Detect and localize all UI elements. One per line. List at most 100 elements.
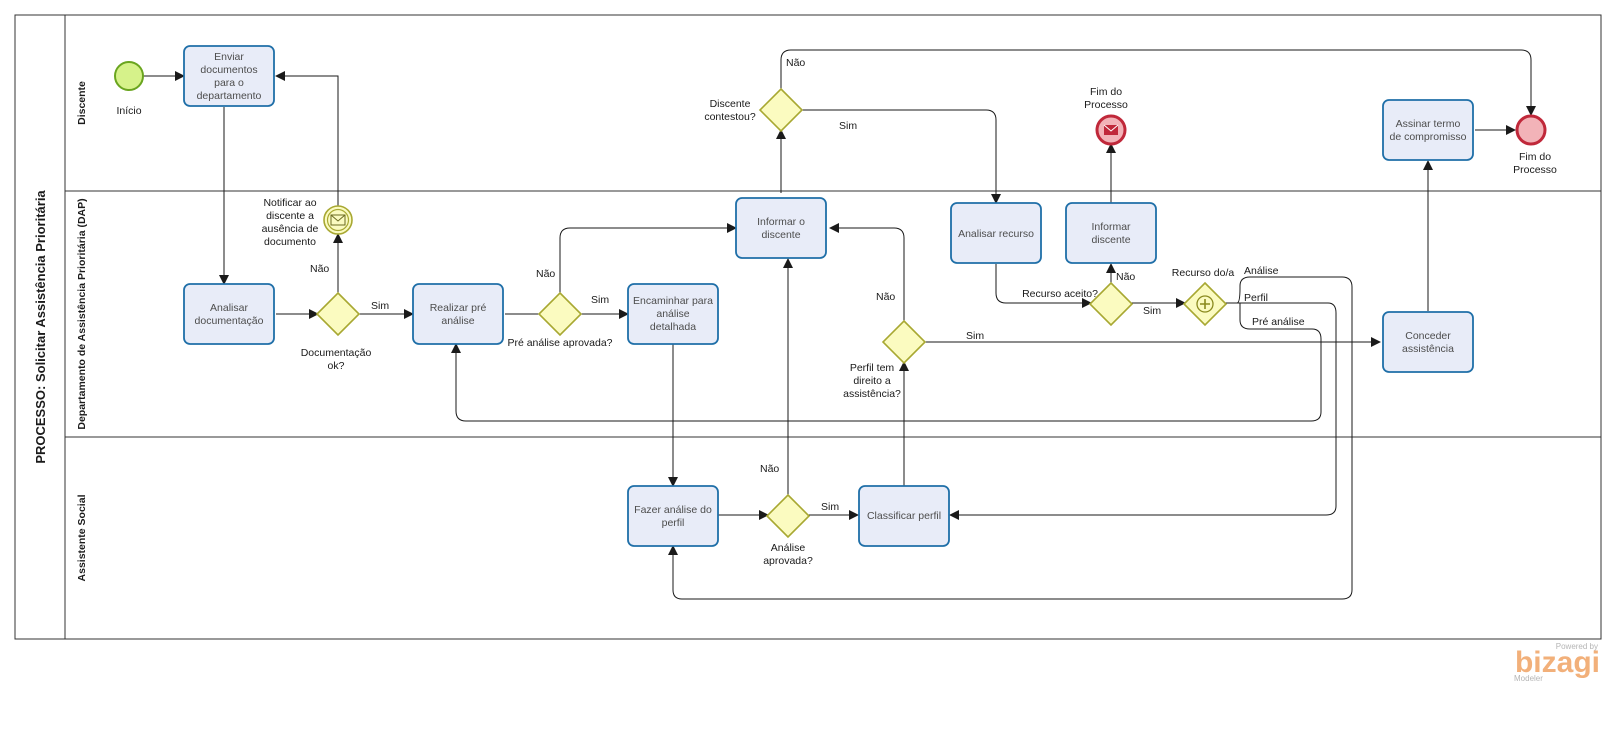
gateway-pre-analise-aprovada[interactable] [537,291,583,337]
gateway-documentacao-ok-label: Documentação ok? [301,347,372,372]
label-nao-recurso: Não [1116,271,1135,283]
task-classificar-perfil[interactable]: Classificar perfil [858,485,950,547]
lane-discente-label: Discente [76,81,88,125]
svg-text:Classificar perfil: Classificar perfil [867,510,941,522]
svg-text:departamento: departamento [197,90,262,102]
label-sim-recurso: Sim [1143,305,1161,317]
svg-text:documento: documento [264,236,316,248]
task-fazer-analise-perfil[interactable]: Fazer análise do perfil [627,485,719,547]
label-pre-analise: Pré análise [1252,316,1305,328]
notify-message-event[interactable] [323,205,353,235]
gateway-recurso-aceito-label: Recurso aceito? [1022,288,1098,300]
svg-text:Informar: Informar [1091,221,1131,233]
bizagi-logo: Powered by bizagi Modeler [1514,642,1600,683]
label-perfil: Perfil [1244,292,1268,304]
task-informar-discente[interactable]: Informar o discente [735,197,827,259]
start-event[interactable] [114,61,144,91]
label-nao-pre: Não [536,268,555,280]
gateway-documentacao-ok[interactable] [315,291,361,337]
svg-text:bizagi: bizagi [1515,646,1600,679]
task-encaminhar-analise[interactable]: Encaminhar para análise detalhada [627,283,719,345]
gateway-recurso-do-label: Recurso do/a [1172,267,1235,279]
end-top-label: Fim do Processo [1084,86,1128,111]
svg-text:discente: discente [1091,234,1130,246]
gateway-contestou-label: Discente contestou? [704,98,756,123]
gateway-analise-aprovada-label: Análise aprovada? [763,542,813,567]
label-sim-analise: Sim [821,501,839,513]
svg-text:direito a: direito a [853,375,891,387]
label-sim-doc: Sim [371,300,389,312]
label-nao-analise: Não [760,463,779,475]
plus-circle-icon [1196,295,1214,313]
task-analisar-recurso[interactable]: Analisar recurso [950,202,1042,264]
end-message-event[interactable] [1095,114,1127,146]
gateway-perfil-direito-label: Perfil tem direito a assistência? [843,362,901,400]
svg-text:discente a: discente a [266,210,314,222]
task-informar-discente-2[interactable]: Informar discente [1065,202,1157,264]
svg-text:Fazer análise do: Fazer análise do [634,504,712,516]
task-realizar-pre-analise[interactable]: Realizar pré análise [412,283,504,345]
task-analisar-documentacao[interactable]: Analisar documentação [183,283,275,345]
svg-text:Processo: Processo [1513,164,1557,176]
svg-text:Documentação: Documentação [301,347,372,359]
svg-text:Processo: Processo [1084,99,1128,111]
envelope-icon [1103,124,1119,135]
svg-text:documentação: documentação [195,315,264,327]
gateway-analise-aprovada[interactable] [765,493,811,539]
svg-text:para o: para o [214,77,244,89]
svg-text:Assinar termo: Assinar termo [1396,118,1461,130]
label-sim-pre: Sim [591,294,609,306]
svg-text:análise: análise [656,308,689,320]
label-nao-perfil: Não [876,291,895,303]
task-assinar-termo[interactable]: Assinar termo de compromisso [1382,99,1474,161]
task-enviar-documentos[interactable]: Enviar documentos para o departamento [183,45,275,107]
flow-labels: Não Sim Não Sim Não Sim Não Sim Não Sim … [310,57,1305,513]
svg-text:Fim do: Fim do [1090,86,1122,98]
svg-text:Modeler: Modeler [1514,674,1543,683]
svg-text:ausência de: ausência de [262,223,319,235]
svg-text:ok?: ok? [328,360,345,372]
svg-text:assistência?: assistência? [843,388,901,400]
svg-text:Discente: Discente [710,98,751,110]
end-right-label: Fim do Processo [1513,151,1557,176]
svg-text:Análise: Análise [771,542,806,554]
pool: PROCESSO: Solicitar Assistência Prioritá… [14,14,1602,640]
notify-label: Notificar ao discente a ausência de docu… [262,197,319,248]
svg-text:documentos: documentos [200,64,257,76]
svg-text:Powered by: Powered by [1556,642,1598,651]
svg-text:Realizar pré: Realizar pré [430,302,487,314]
svg-text:Notificar ao: Notificar ao [263,197,316,209]
label-nao-contestou: Não [786,57,805,69]
svg-text:Encaminhar para: Encaminhar para [633,295,713,307]
svg-text:Perfil tem: Perfil tem [850,362,895,374]
svg-text:assistência: assistência [1402,343,1454,355]
svg-text:Analisar: Analisar [210,302,248,314]
gateway-perfil-direito[interactable] [881,319,927,365]
end-event[interactable] [1515,114,1547,146]
label-analise: Análise [1244,265,1279,277]
label-sim-perfil: Sim [966,330,984,342]
gateway-pre-analise-label: Pré análise aprovada? [507,337,612,349]
svg-text:detalhada: detalhada [650,321,696,333]
pool-title: PROCESSO: Solicitar Assistência Prioritá… [33,190,48,464]
gateway-recurso-do[interactable] [1182,281,1228,327]
lane-dap-label: Departamento de Assistência Prioritária … [76,198,88,429]
svg-text:perfil: perfil [662,517,685,529]
task-conceder-assistencia[interactable]: Conceder assistência [1382,311,1474,373]
sequence-flows [143,49,1536,600]
svg-text:aprovada?: aprovada? [763,555,813,567]
gateway-discente-contestou[interactable] [758,87,804,133]
lane-social-label: Assistente Social [76,494,88,581]
label-nao-doc: Não [310,263,329,275]
svg-text:contestou?: contestou? [704,111,756,123]
svg-text:Enviar: Enviar [214,51,244,63]
svg-text:Conceder: Conceder [1405,330,1451,342]
svg-text:Fim do: Fim do [1519,151,1551,163]
svg-text:de compromisso: de compromisso [1389,131,1466,143]
gateway-recurso-aceito[interactable] [1088,281,1134,327]
envelope-icon [330,214,346,226]
start-label: Início [116,105,141,117]
label-sim-contestou: Sim [839,120,857,132]
svg-text:Analisar recurso: Analisar recurso [958,228,1034,240]
